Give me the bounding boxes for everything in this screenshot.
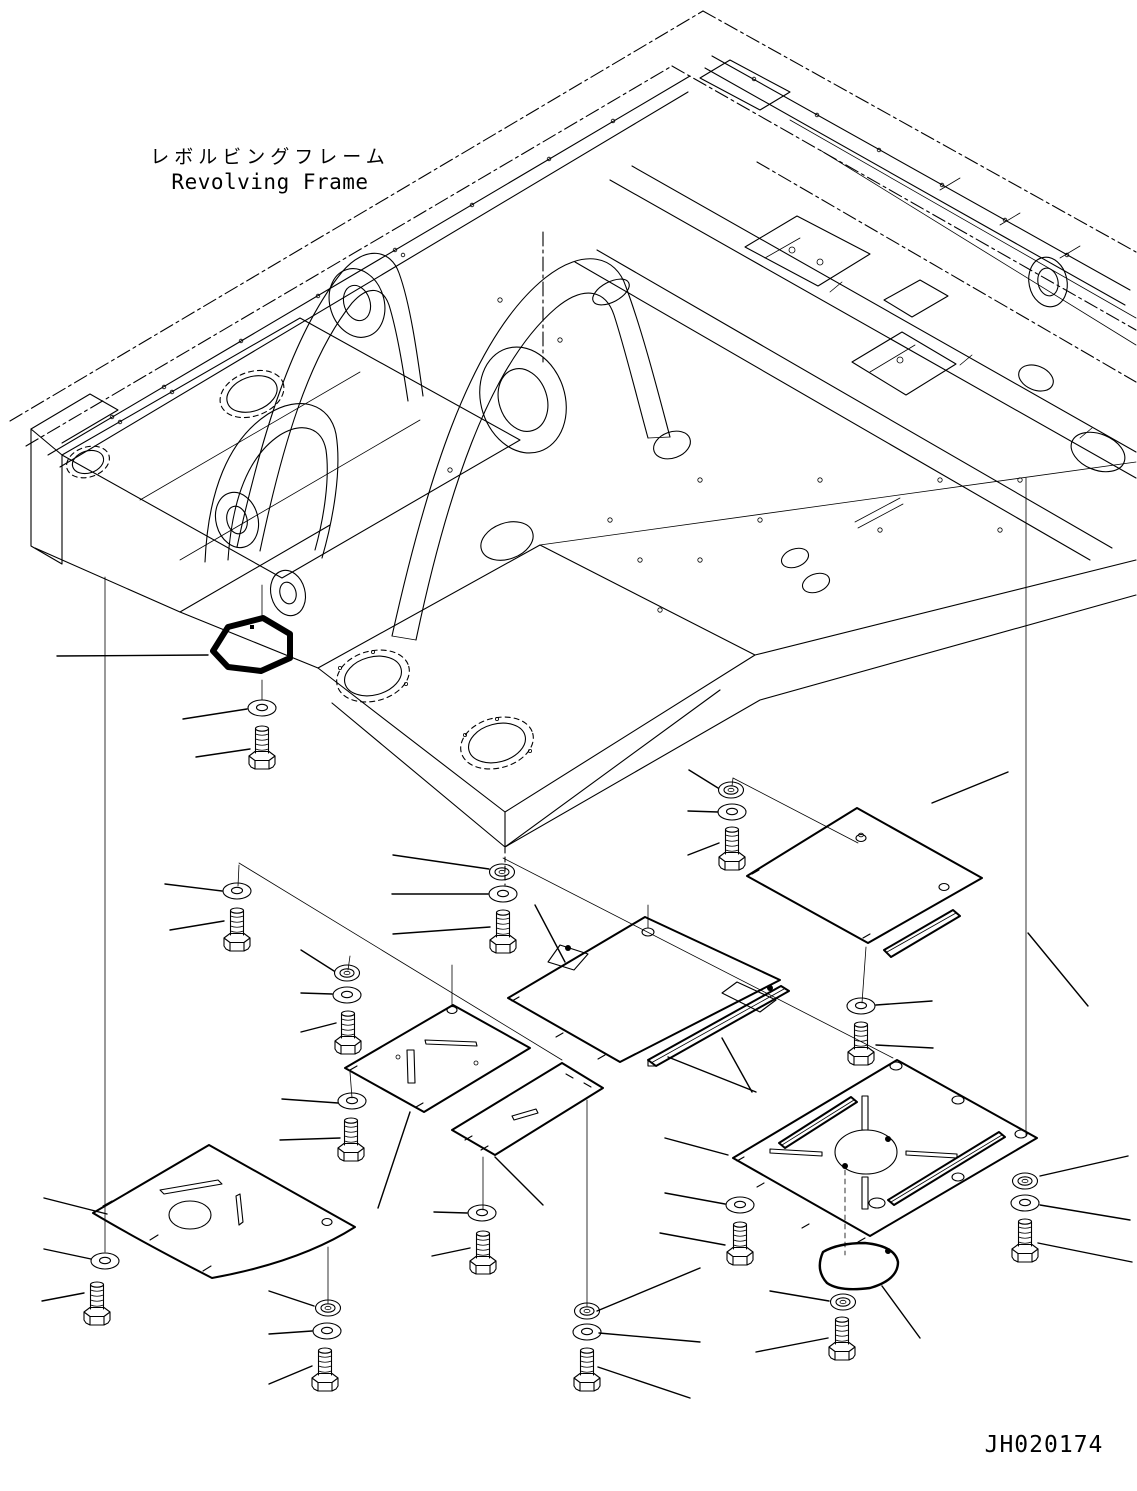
hex-bolt bbox=[1011, 1218, 1039, 1263]
under-cover-plate-top-right bbox=[746, 807, 983, 944]
leader-lines bbox=[41, 654, 1133, 1399]
hex-bolt bbox=[248, 725, 276, 770]
rim-bolt-marks bbox=[109, 76, 1070, 425]
hex-bolt bbox=[337, 1117, 365, 1162]
hex-bolt bbox=[334, 1010, 362, 1055]
hex-bolt bbox=[311, 1347, 339, 1392]
flat-washer bbox=[1010, 1194, 1040, 1212]
title-english: Revolving Frame bbox=[171, 170, 368, 194]
hex-bolt bbox=[223, 907, 251, 952]
drawing-code: JH020174 bbox=[985, 1432, 1104, 1458]
flat-washer bbox=[312, 1322, 342, 1340]
reference-lines bbox=[104, 477, 1027, 1307]
flat-washer bbox=[725, 1196, 755, 1214]
title-japanese: レボルビングフレーム bbox=[150, 146, 389, 168]
flat-washer bbox=[717, 803, 747, 821]
spring-washer bbox=[488, 863, 516, 881]
hex-bolt bbox=[718, 826, 746, 871]
flat-washer bbox=[846, 997, 876, 1015]
under-cover-plate-mid-center bbox=[451, 1062, 604, 1156]
hex-bolt bbox=[573, 1347, 601, 1392]
flat-washer bbox=[488, 885, 518, 903]
revolving-frame-drawing bbox=[9, 10, 1137, 886]
under-cover-plate-bottom-right bbox=[732, 1059, 1038, 1243]
seal-plate bbox=[210, 615, 293, 674]
small-bolt-holes bbox=[447, 297, 1023, 613]
flat-washer bbox=[332, 986, 362, 1004]
under-cover-plate-mid-left bbox=[344, 1004, 531, 1113]
hex-bolt bbox=[83, 1281, 111, 1326]
hex-bolt bbox=[489, 909, 517, 954]
spring-washer bbox=[717, 781, 745, 799]
spring-washer bbox=[333, 964, 361, 982]
oval-cover bbox=[818, 1241, 900, 1291]
flat-washer bbox=[222, 882, 252, 900]
cover-strip-center bbox=[647, 985, 790, 1067]
under-cover-plate-front-left bbox=[92, 1144, 356, 1279]
flat-washer bbox=[572, 1323, 602, 1341]
hex-bolt bbox=[469, 1230, 497, 1275]
title-block: レボルビングフレーム Revolving Frame bbox=[150, 146, 389, 194]
hex-bolt bbox=[828, 1316, 856, 1361]
flat-washer bbox=[90, 1252, 120, 1270]
hex-bolt bbox=[726, 1221, 754, 1266]
hex-bolt bbox=[847, 1021, 875, 1066]
flat-washer bbox=[467, 1204, 497, 1222]
spring-washer bbox=[829, 1293, 857, 1311]
spring-washer bbox=[1011, 1172, 1039, 1190]
flat-washer bbox=[247, 699, 277, 717]
cover-strip-right bbox=[883, 909, 961, 958]
under-cover-plate-center bbox=[507, 904, 781, 1063]
